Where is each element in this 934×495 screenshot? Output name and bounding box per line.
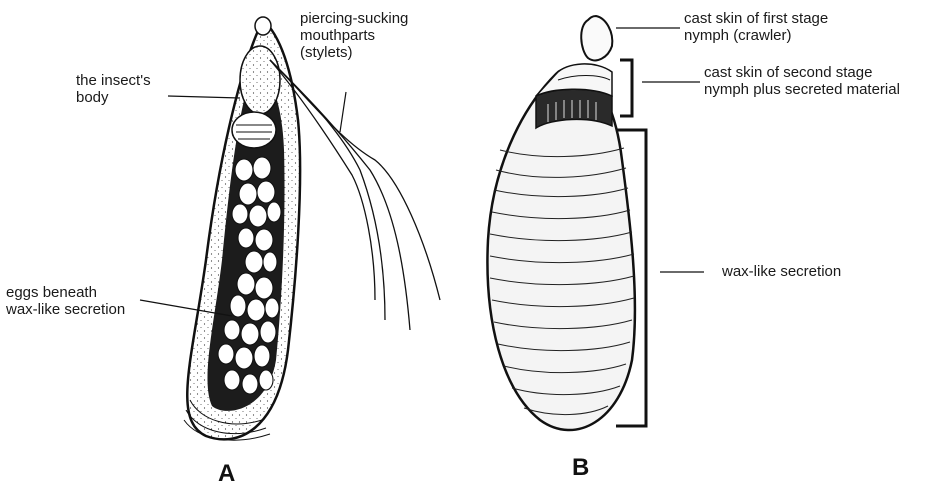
label-second-stage-skin: cast skin of second stage nymph plus sec… bbox=[704, 64, 900, 98]
leader-stylets bbox=[340, 92, 346, 132]
label-wax-secretion: wax-like secretion bbox=[722, 263, 841, 280]
label-stylets: piercing-sucking mouthparts (stylets) bbox=[300, 10, 408, 61]
label-eggs: eggs beneath wax-like secretion bbox=[6, 284, 125, 318]
figure-b-letter: B bbox=[572, 454, 589, 482]
figure-a-letter: A bbox=[218, 460, 235, 488]
figure-a-scale-insect bbox=[140, 17, 440, 440]
label-insect-body: the insect's body bbox=[76, 72, 151, 106]
bracket-second-stage bbox=[620, 60, 632, 116]
figure-b-scale-cover bbox=[487, 16, 704, 430]
leader-body bbox=[168, 96, 240, 98]
label-first-stage-skin: cast skin of first stage nymph (crawler) bbox=[684, 10, 828, 44]
